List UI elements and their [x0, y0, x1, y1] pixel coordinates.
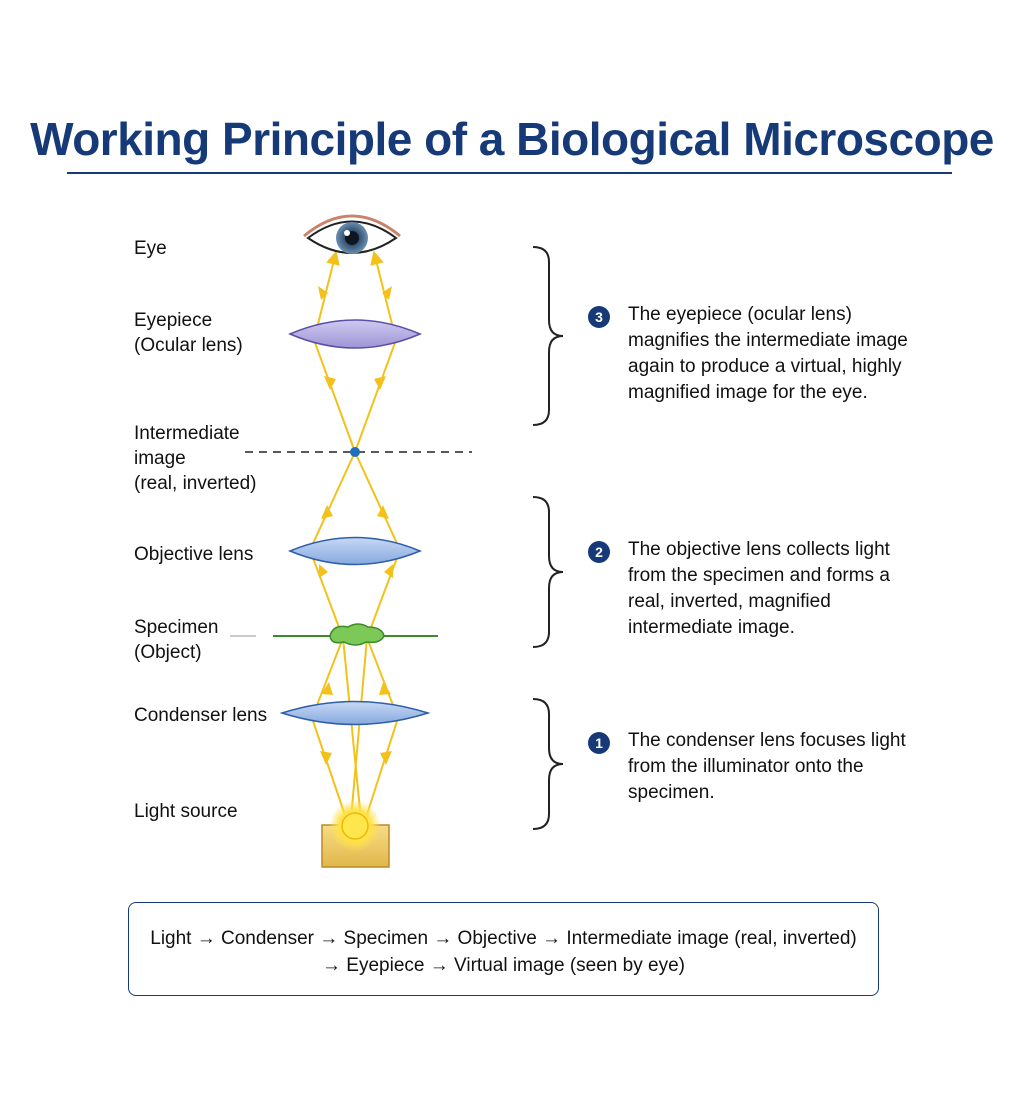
label-specimen: Specimen [134, 617, 219, 638]
label-eyepiece-sub: (Ocular lens) [134, 335, 243, 356]
label-intermediate: Intermediate [134, 423, 240, 444]
label-intermediate-sub: (real, inverted) [134, 473, 257, 494]
label-light-source: Light source [134, 801, 238, 822]
condenser-lens [279, 700, 431, 726]
eye-icon [303, 214, 401, 254]
brace-objective [532, 496, 564, 648]
summary-line-2: → Eyepiece → Virtual image (seen by eye) [322, 955, 685, 976]
eyepiece-lens [288, 319, 422, 349]
step-badge-3: 3 [588, 306, 610, 328]
step-badge-1: 1 [588, 732, 610, 754]
step-text-2: The objective lens collects light from t… [628, 539, 890, 638]
specimen-sample [329, 623, 385, 646]
intermediate-image-point [350, 447, 360, 457]
step-badge-2: 2 [588, 541, 610, 563]
summary-line-1: Light → Condenser → Specimen → Objective… [150, 928, 857, 949]
label-objective: Objective lens [134, 544, 254, 565]
light-bulb [341, 812, 369, 840]
summary-box: Light → Condenser → Specimen → Objective… [128, 902, 879, 996]
page-title: Working Principle of a Biological Micros… [30, 113, 994, 165]
ray-arrowheads [318, 286, 393, 765]
step-text-3: The eyepiece (ocular lens) magnifies the… [628, 304, 908, 403]
label-eye: Eye [134, 238, 167, 259]
label-eyepiece: Eyepiece [134, 310, 213, 331]
label-specimen-sub: (Object) [134, 642, 202, 663]
step-text-1: The condenser lens focuses light from th… [628, 730, 906, 803]
inner-ray-right [342, 637, 363, 831]
objective-lens [288, 536, 422, 566]
label-intermediate-image: image [134, 448, 186, 469]
brace-eyepiece [532, 246, 564, 426]
braces [532, 246, 564, 830]
title-underline [67, 172, 952, 174]
inner-ray-left [349, 637, 368, 831]
label-condenser: Condenser lens [134, 705, 268, 726]
brace-condenser [532, 698, 564, 830]
